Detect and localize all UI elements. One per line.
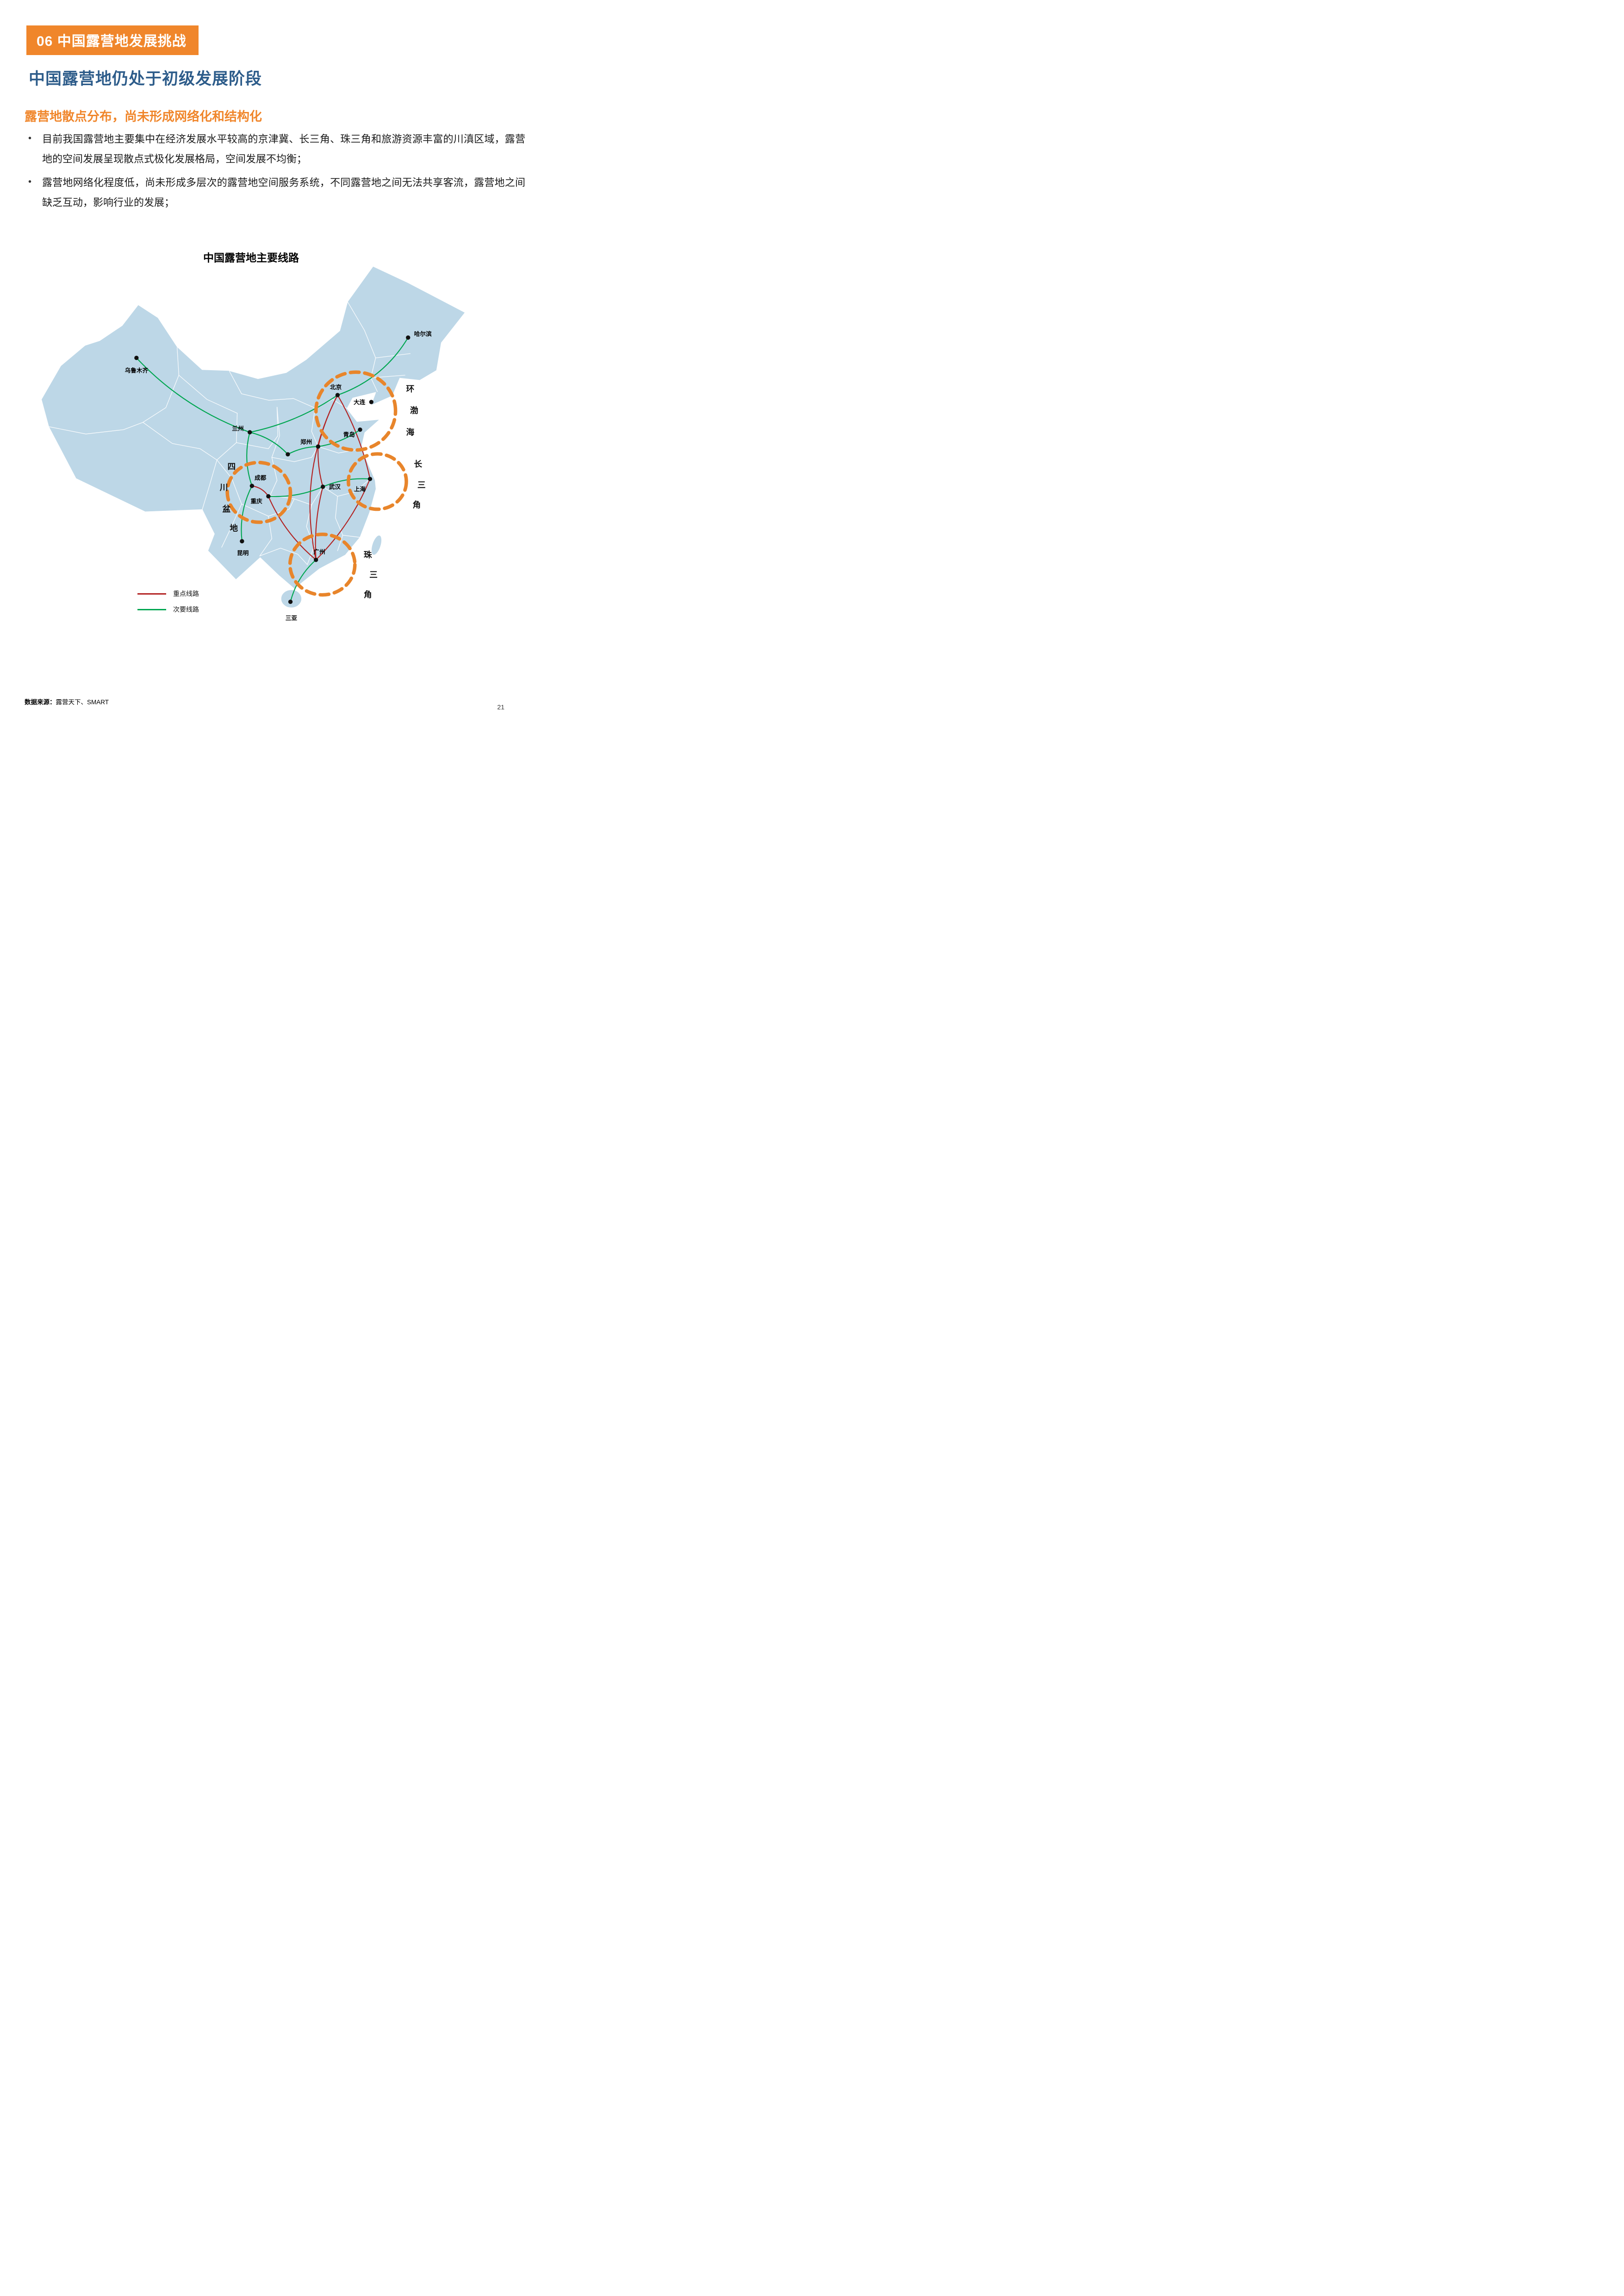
map-title: 中国露营地主要线路 bbox=[203, 252, 299, 264]
region-circle bbox=[288, 533, 357, 597]
city-label: 成都 bbox=[255, 474, 267, 481]
region-label-char: 角 bbox=[364, 590, 372, 599]
legend-line bbox=[137, 608, 166, 610]
section-subtitle: 露营地散点分布，尚未形成网络化和结构化 bbox=[25, 110, 262, 124]
routes-layer bbox=[136, 337, 409, 602]
route-line-secondary bbox=[287, 446, 319, 455]
bullet-list: 目前我国露营地主要集中在经济发展水平较高的京津冀、长三角、珠三角和旅游资源丰富的… bbox=[25, 130, 525, 217]
page-number: 21 bbox=[497, 703, 504, 711]
region-label-char: 海 bbox=[406, 427, 415, 437]
map-figure: 环渤海长三角四川盆地珠三角 哈尔滨乌鲁木齐北京大连青岛兰州郑州上海成都武汉重庆昆… bbox=[35, 262, 467, 625]
legend-label: 重点线路 bbox=[173, 590, 199, 597]
city-label: 广州 bbox=[314, 548, 325, 555]
map-legend: 重点线路次要线路 bbox=[137, 589, 199, 620]
data-source: 数据来源：露营天下、SMART bbox=[25, 697, 109, 706]
city-label: 北京 bbox=[330, 384, 342, 391]
taiwan-island bbox=[371, 534, 382, 556]
region-circle bbox=[225, 460, 292, 524]
legend-line bbox=[137, 593, 166, 595]
map-base bbox=[41, 266, 466, 608]
city-label: 武汉 bbox=[329, 484, 341, 490]
city-label: 乌鲁木齐 bbox=[125, 367, 149, 374]
city-dot bbox=[314, 558, 318, 562]
region-label-char: 川 bbox=[219, 483, 228, 492]
city-dot bbox=[367, 477, 373, 481]
route-line-secondary bbox=[317, 429, 361, 447]
route-line-primary bbox=[337, 394, 371, 480]
city-label: 青岛 bbox=[343, 431, 355, 438]
legend-item: 重点线路 bbox=[137, 589, 199, 599]
bullet-item: 目前我国露营地主要集中在经济发展水平较高的京津冀、长三角、珠三角和旅游资源丰富的… bbox=[25, 130, 525, 169]
city-label: 三亚 bbox=[286, 615, 298, 621]
region-label-char: 长 bbox=[414, 459, 422, 469]
city-dot bbox=[358, 427, 362, 432]
route-line-primary bbox=[268, 496, 317, 560]
city-dot bbox=[240, 539, 244, 544]
region-label-char: 三 bbox=[369, 570, 378, 579]
legend-label: 次要线路 bbox=[173, 606, 199, 613]
route-line-secondary bbox=[268, 486, 324, 497]
route-line-secondary bbox=[249, 432, 289, 455]
city-label: 郑州 bbox=[300, 438, 312, 445]
report-page: 06 中国露营地发展挑战 中国露营地仍处于初级发展阶段 露营地散点分布，尚未形成… bbox=[0, 0, 541, 765]
page-title: 中国露营地仍处于初级发展阶段 bbox=[29, 70, 262, 88]
route-line-secondary bbox=[246, 432, 253, 487]
city-label: 重庆 bbox=[251, 497, 263, 504]
region-label-char: 三 bbox=[417, 480, 426, 490]
city-dot bbox=[266, 494, 271, 499]
data-source-value: 露营天下、SMART bbox=[56, 699, 109, 706]
route-line-secondary bbox=[337, 337, 409, 396]
route-line-secondary bbox=[290, 559, 317, 602]
city-dot bbox=[369, 400, 373, 404]
region-label-char: 渤 bbox=[410, 405, 418, 415]
region-label-char: 地 bbox=[230, 523, 238, 533]
city-dot bbox=[248, 430, 252, 434]
route-line-secondary bbox=[241, 485, 253, 542]
section-badge: 06 中国露营地发展挑战 bbox=[26, 25, 199, 55]
route-line-primary bbox=[317, 446, 324, 488]
region-label-char: 四 bbox=[228, 462, 236, 472]
china-outline bbox=[41, 266, 466, 590]
city-label: 大连 bbox=[354, 398, 366, 405]
route-line-primary bbox=[315, 478, 371, 560]
bullet-item: 露营地网络化程度低，尚未形成多层次的露营地空间服务系统，不同露营地之间无法共享客… bbox=[25, 173, 525, 213]
route-line-secondary bbox=[322, 478, 371, 488]
region-label-char: 角 bbox=[413, 500, 421, 509]
city-dot bbox=[406, 335, 411, 340]
city-dot bbox=[288, 599, 293, 604]
city-label: 上海 bbox=[354, 485, 366, 492]
city-dot bbox=[320, 484, 325, 489]
city-label: 兰州 bbox=[232, 425, 243, 432]
region-circle bbox=[314, 370, 398, 452]
region-circle bbox=[347, 452, 408, 511]
city-label: 哈尔滨 bbox=[414, 330, 432, 337]
route-line-secondary bbox=[249, 394, 338, 433]
legend-item: 次要线路 bbox=[137, 604, 199, 614]
region-label-char: 珠 bbox=[364, 550, 372, 559]
city-dot bbox=[134, 355, 139, 360]
city-dot bbox=[249, 484, 255, 488]
city-dot bbox=[286, 452, 290, 457]
region-label-char: 环 bbox=[406, 384, 415, 393]
region-label-char: 盆 bbox=[222, 504, 230, 514]
route-line-secondary bbox=[136, 357, 250, 433]
route-line-primary bbox=[315, 486, 324, 560]
city-dot bbox=[335, 393, 340, 397]
city-label: 昆明 bbox=[237, 550, 249, 557]
city-dot bbox=[316, 444, 321, 449]
data-source-label: 数据来源： bbox=[25, 699, 56, 706]
